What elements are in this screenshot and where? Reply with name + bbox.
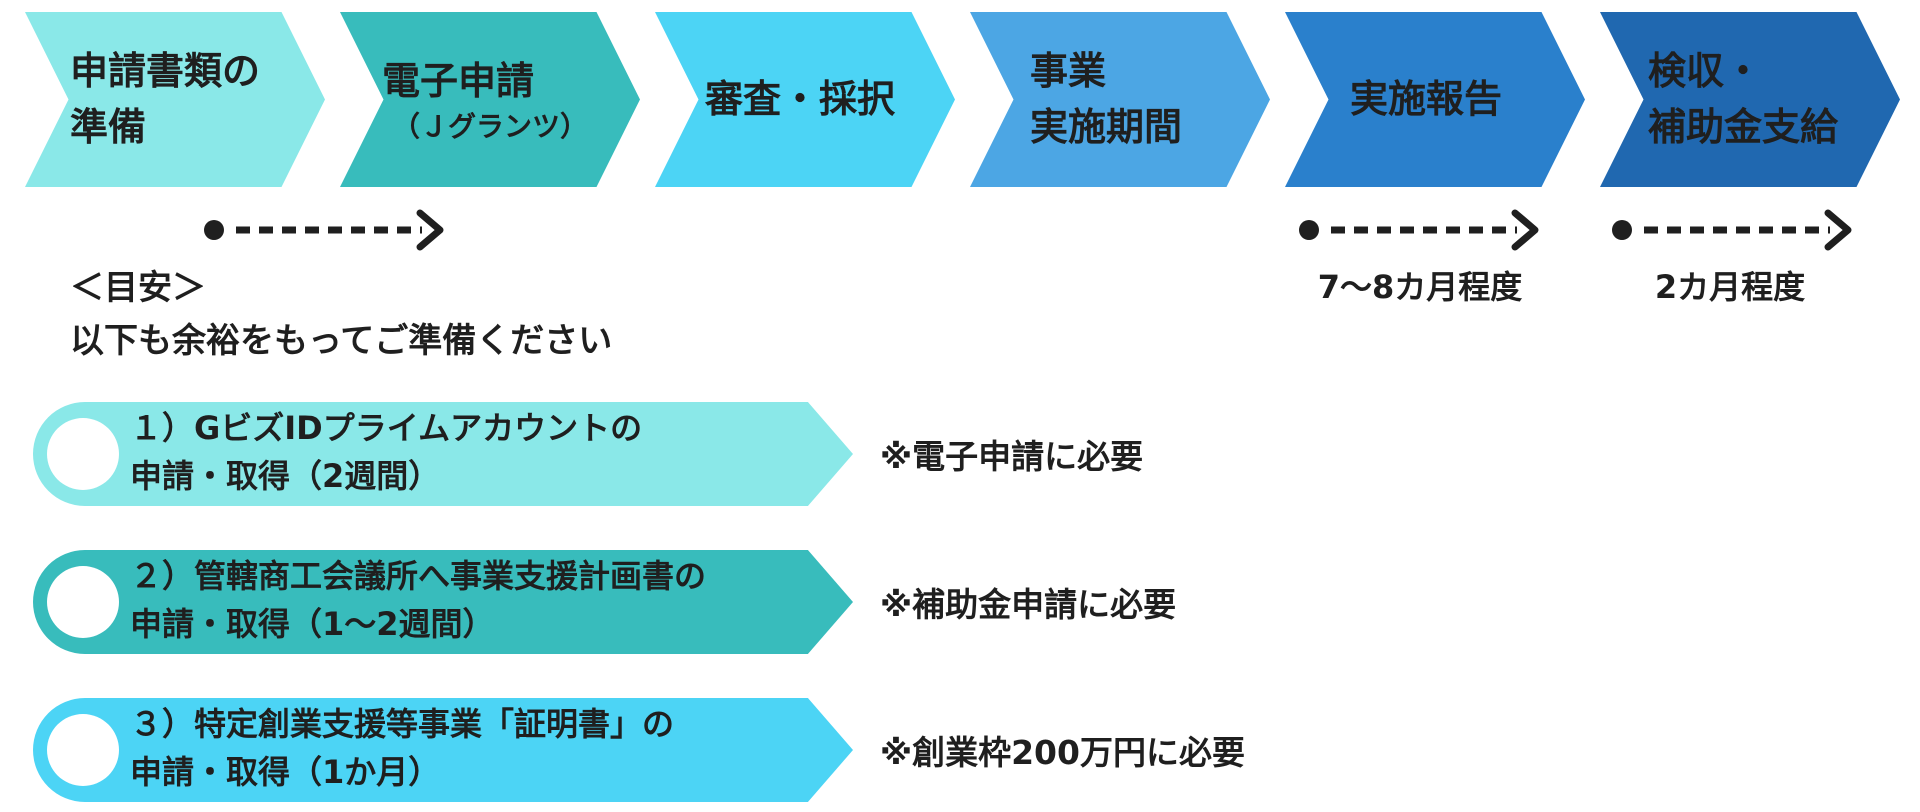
prep-task-gbizid: １）GビズIDプライムアカウントの 申請・取得（2週間） [33,402,853,506]
circle-icon [47,566,119,638]
guide-title: ＜目安＞ [70,268,206,308]
step-label: 検収・ 補助金支給 [1648,49,1839,149]
step-label: 電子申請 [382,58,535,103]
guide-block: ＜目安＞ 以下も余裕をもってご準備ください [70,262,612,367]
step-sublabel: （Ｊグランツ） [392,109,589,143]
step-implementation-report: 実施報告 [1285,12,1585,187]
step-electronic-application: 電子申請 （Ｊグランツ） [340,12,640,187]
duration-payment: 2カ月程度 [1654,268,1806,306]
prep-note-certificate: ※創業枠200万円に必要 [880,733,1245,772]
step-review-selection: 審査・採択 [655,12,955,187]
circle-icon [47,418,119,490]
step-label: 事業 実施期間 [1030,49,1183,149]
prep-task-text: ３）特定創業支援等事業「証明書」の 申請・取得（1か月） [130,705,675,791]
prep-note-gbizid: ※電子申請に必要 [880,437,1144,476]
step-document-preparation: 申請書類の 準備 [25,12,325,187]
dotted-arrow-icon [1295,205,1555,255]
process-flow: 申請書類の 準備 電子申請 （Ｊグランツ） 審査・採択 事業 実施期間 実施報告… [0,0,1920,200]
prep-task-certificate: ３）特定創業支援等事業「証明書」の 申請・取得（1か月） [33,698,853,802]
duration-implementation: 7〜8カ月程度 [1317,268,1523,306]
guide-text: 以下も余裕をもってご準備ください [70,320,613,361]
prep-task-text: ２）管轄商工会議所へ事業支援計画書の 申請・取得（1〜2週間） [130,557,707,643]
prep-task-business-plan: ２）管轄商工会議所へ事業支援計画書の 申請・取得（1〜2週間） [33,550,853,654]
step-project-period: 事業 実施期間 [970,12,1270,187]
step-label-group: 電子申請 （Ｊグランツ） [340,12,640,187]
dotted-arrow-icon [200,205,460,255]
circle-icon [47,714,119,786]
dotted-arrow-icon [1608,205,1868,255]
step-label: 申請書類の 準備 [70,49,261,149]
step-inspection-payment: 検収・ 補助金支給 [1600,12,1900,187]
prep-task-text: １）GビズIDプライムアカウントの 申請・取得（2週間） [130,409,643,495]
step-label: 実施報告 [1350,76,1503,121]
step-label: 審査・採択 [705,76,896,121]
prep-note-business-plan: ※補助金申請に必要 [880,585,1177,624]
